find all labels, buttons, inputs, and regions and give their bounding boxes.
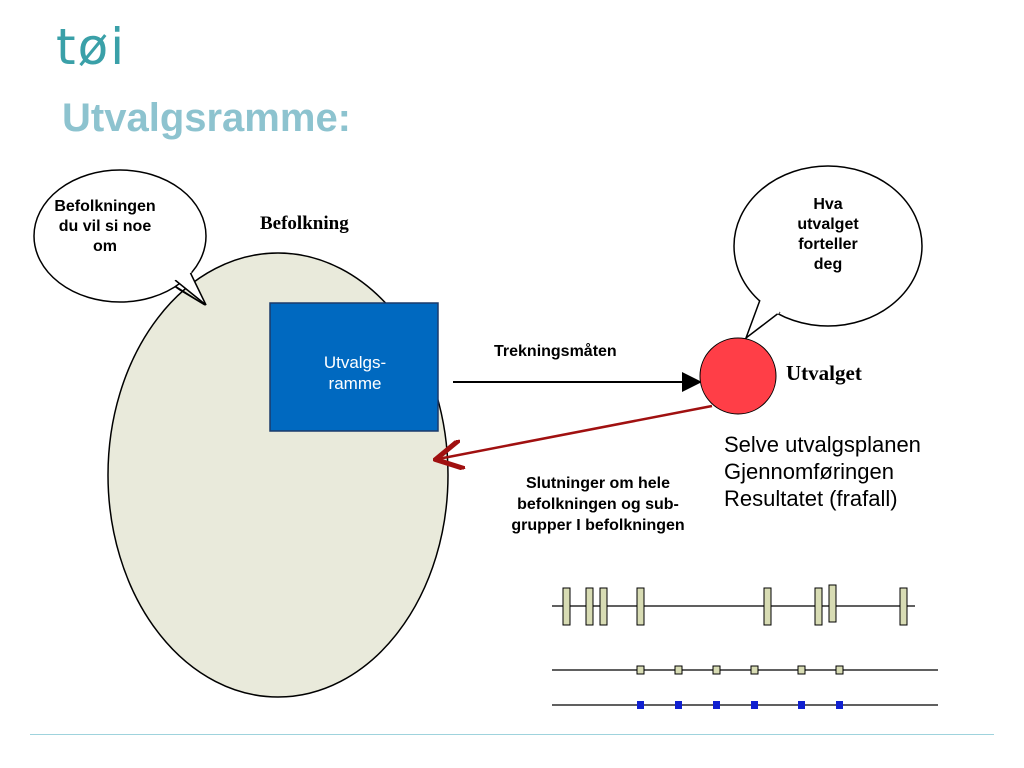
plan-item: Selve utvalgsplanen (724, 432, 921, 457)
timeline-block (562, 587, 571, 626)
sampling-method-label: Trekningsmåten (494, 343, 617, 360)
timeline-block (828, 584, 837, 623)
footer-divider (30, 734, 994, 735)
left-bubble-line: om (93, 238, 117, 255)
left-bubble-text: Befolkningen du vil si noe om (30, 197, 180, 257)
right-bubble-line: forteller (798, 236, 858, 253)
sample-plan-list: Selve utvalgsplanen Gjennomføringen Resu… (724, 432, 921, 512)
timeline-square (750, 665, 759, 675)
timeline-block (636, 587, 645, 626)
toi-logo: tøi (56, 18, 127, 76)
inference-label: Slutninger om hele befolkningen og sub- … (480, 474, 716, 536)
timeline-block (763, 587, 772, 626)
timeline-square (674, 665, 683, 675)
plan-item: Gjennomføringen (724, 458, 894, 484)
frame-label: Utvalgs- ramme (290, 352, 420, 395)
frame-label-line: ramme (328, 374, 382, 394)
timeline-block (599, 587, 608, 626)
population-label: Befolkning (260, 213, 349, 234)
timeline-square (675, 701, 682, 709)
sampling-frame-box (269, 302, 439, 432)
right-bubble-line: deg (813, 256, 843, 273)
right-bubble-line: utvalget (797, 216, 859, 233)
sample-label: Utvalget (786, 361, 862, 385)
timeline-square (835, 665, 844, 675)
timeline-square (751, 701, 758, 709)
right-speech-bubble (733, 165, 923, 341)
timeline-block (899, 587, 908, 626)
systematic-timeline-blue (552, 701, 938, 709)
inference-label-line: Slutninger om hele (525, 475, 670, 492)
timeline-square (798, 701, 805, 709)
systematic-timeline-beige (552, 665, 938, 675)
inference-label-line: befolkningen og sub- (517, 495, 679, 513)
left-bubble-line: du vil si noe (58, 218, 152, 235)
timeline-block (814, 587, 823, 626)
slide-title: Utvalgsramme: (62, 96, 352, 140)
right-bubble-text: Hva utvalget forteller deg (768, 195, 888, 275)
timeline-square (797, 665, 806, 675)
plan-item: Resultatet (frafall) (724, 485, 898, 511)
left-bubble-line: Befolkningen (54, 198, 156, 215)
timeline-square (836, 701, 843, 709)
inference-label-line: grupper I befolkningen (511, 516, 685, 534)
left-speech-bubble (33, 169, 207, 306)
sample-circle (699, 337, 777, 415)
timeline-square (713, 701, 720, 709)
timeline-square (637, 701, 644, 709)
timeline-square (712, 665, 721, 675)
timeline-block (585, 587, 594, 626)
right-bubble-line: Hva (813, 196, 843, 213)
frame-label-line: Utvalgs- (323, 353, 387, 372)
inference-arrow (438, 404, 713, 459)
irregular-sample-timeline (552, 584, 915, 626)
timeline-square (636, 665, 645, 675)
